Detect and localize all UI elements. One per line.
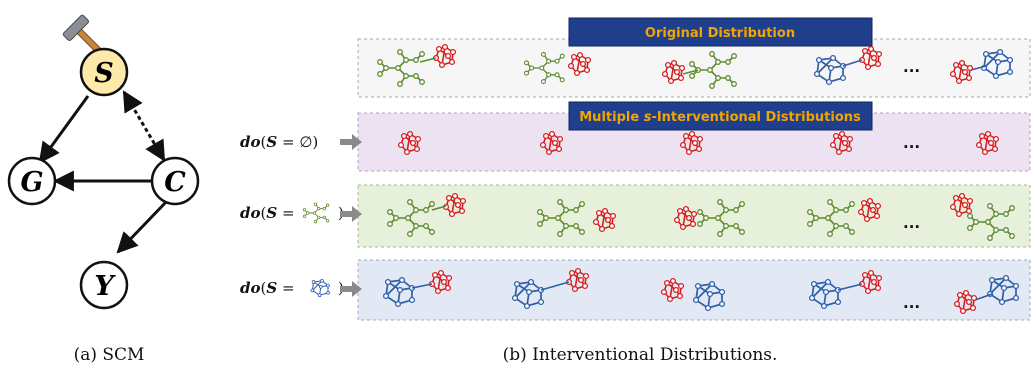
ellipsis: ... [903, 134, 920, 152]
banner-original: Original Distribution [568, 17, 873, 47]
node-c: C [150, 156, 200, 206]
green-substructure-icon [302, 202, 330, 224]
blue-substructure-icon [310, 278, 330, 298]
row-blue-molecules: ... [382, 267, 1020, 315]
svg-text:do(S =: do(S = [240, 204, 295, 222]
svg-text:do(S = ∅): do(S = ∅) [240, 133, 318, 151]
caption-distributions: (b) Interventional Distributions. [503, 345, 778, 365]
svg-text:Multiple s-Interventional Dist: Multiple s-Interventional Distributions [579, 110, 861, 125]
svg-text:Original Distribution: Original Distribution [645, 26, 795, 41]
edge-s-c-dashed [122, 90, 166, 162]
label-do-blue: do(S = ) [240, 278, 344, 298]
svg-text:do(S =: do(S = [240, 279, 295, 297]
svg-text:C: C [164, 167, 186, 198]
row-empty-molecules: ... [397, 130, 1000, 156]
row-original-molecules: ... [376, 43, 1014, 90]
row-green-molecules: ... [386, 192, 1016, 242]
ellipsis: ... [903, 214, 920, 232]
scm-panel: S G C Y (a) SCM [7, 14, 200, 365]
row-intervention-blue [357, 259, 1031, 321]
node-g: G [7, 156, 57, 206]
ellipsis: ... [903, 294, 920, 312]
ellipsis: ... [903, 58, 920, 76]
label-do-green: do(S = ) [240, 202, 344, 224]
edge-s-to-g [38, 95, 90, 164]
banner-interventional: Multiple s-Interventional Distributions [568, 101, 873, 131]
svg-text:Y: Y [94, 271, 116, 302]
node-s: S [79, 47, 129, 97]
svg-text:S: S [94, 58, 114, 89]
node-y: Y [79, 260, 129, 310]
distributions-panel: Original Distribution Multiple s-Interve… [240, 17, 1031, 365]
row-original [357, 38, 1031, 98]
svg-text:G: G [20, 167, 43, 198]
row-arrows [340, 134, 362, 297]
caption-scm: (a) SCM [74, 345, 145, 365]
edge-c-to-y [116, 199, 169, 254]
label-do-empty: do(S = ∅) [240, 133, 318, 151]
